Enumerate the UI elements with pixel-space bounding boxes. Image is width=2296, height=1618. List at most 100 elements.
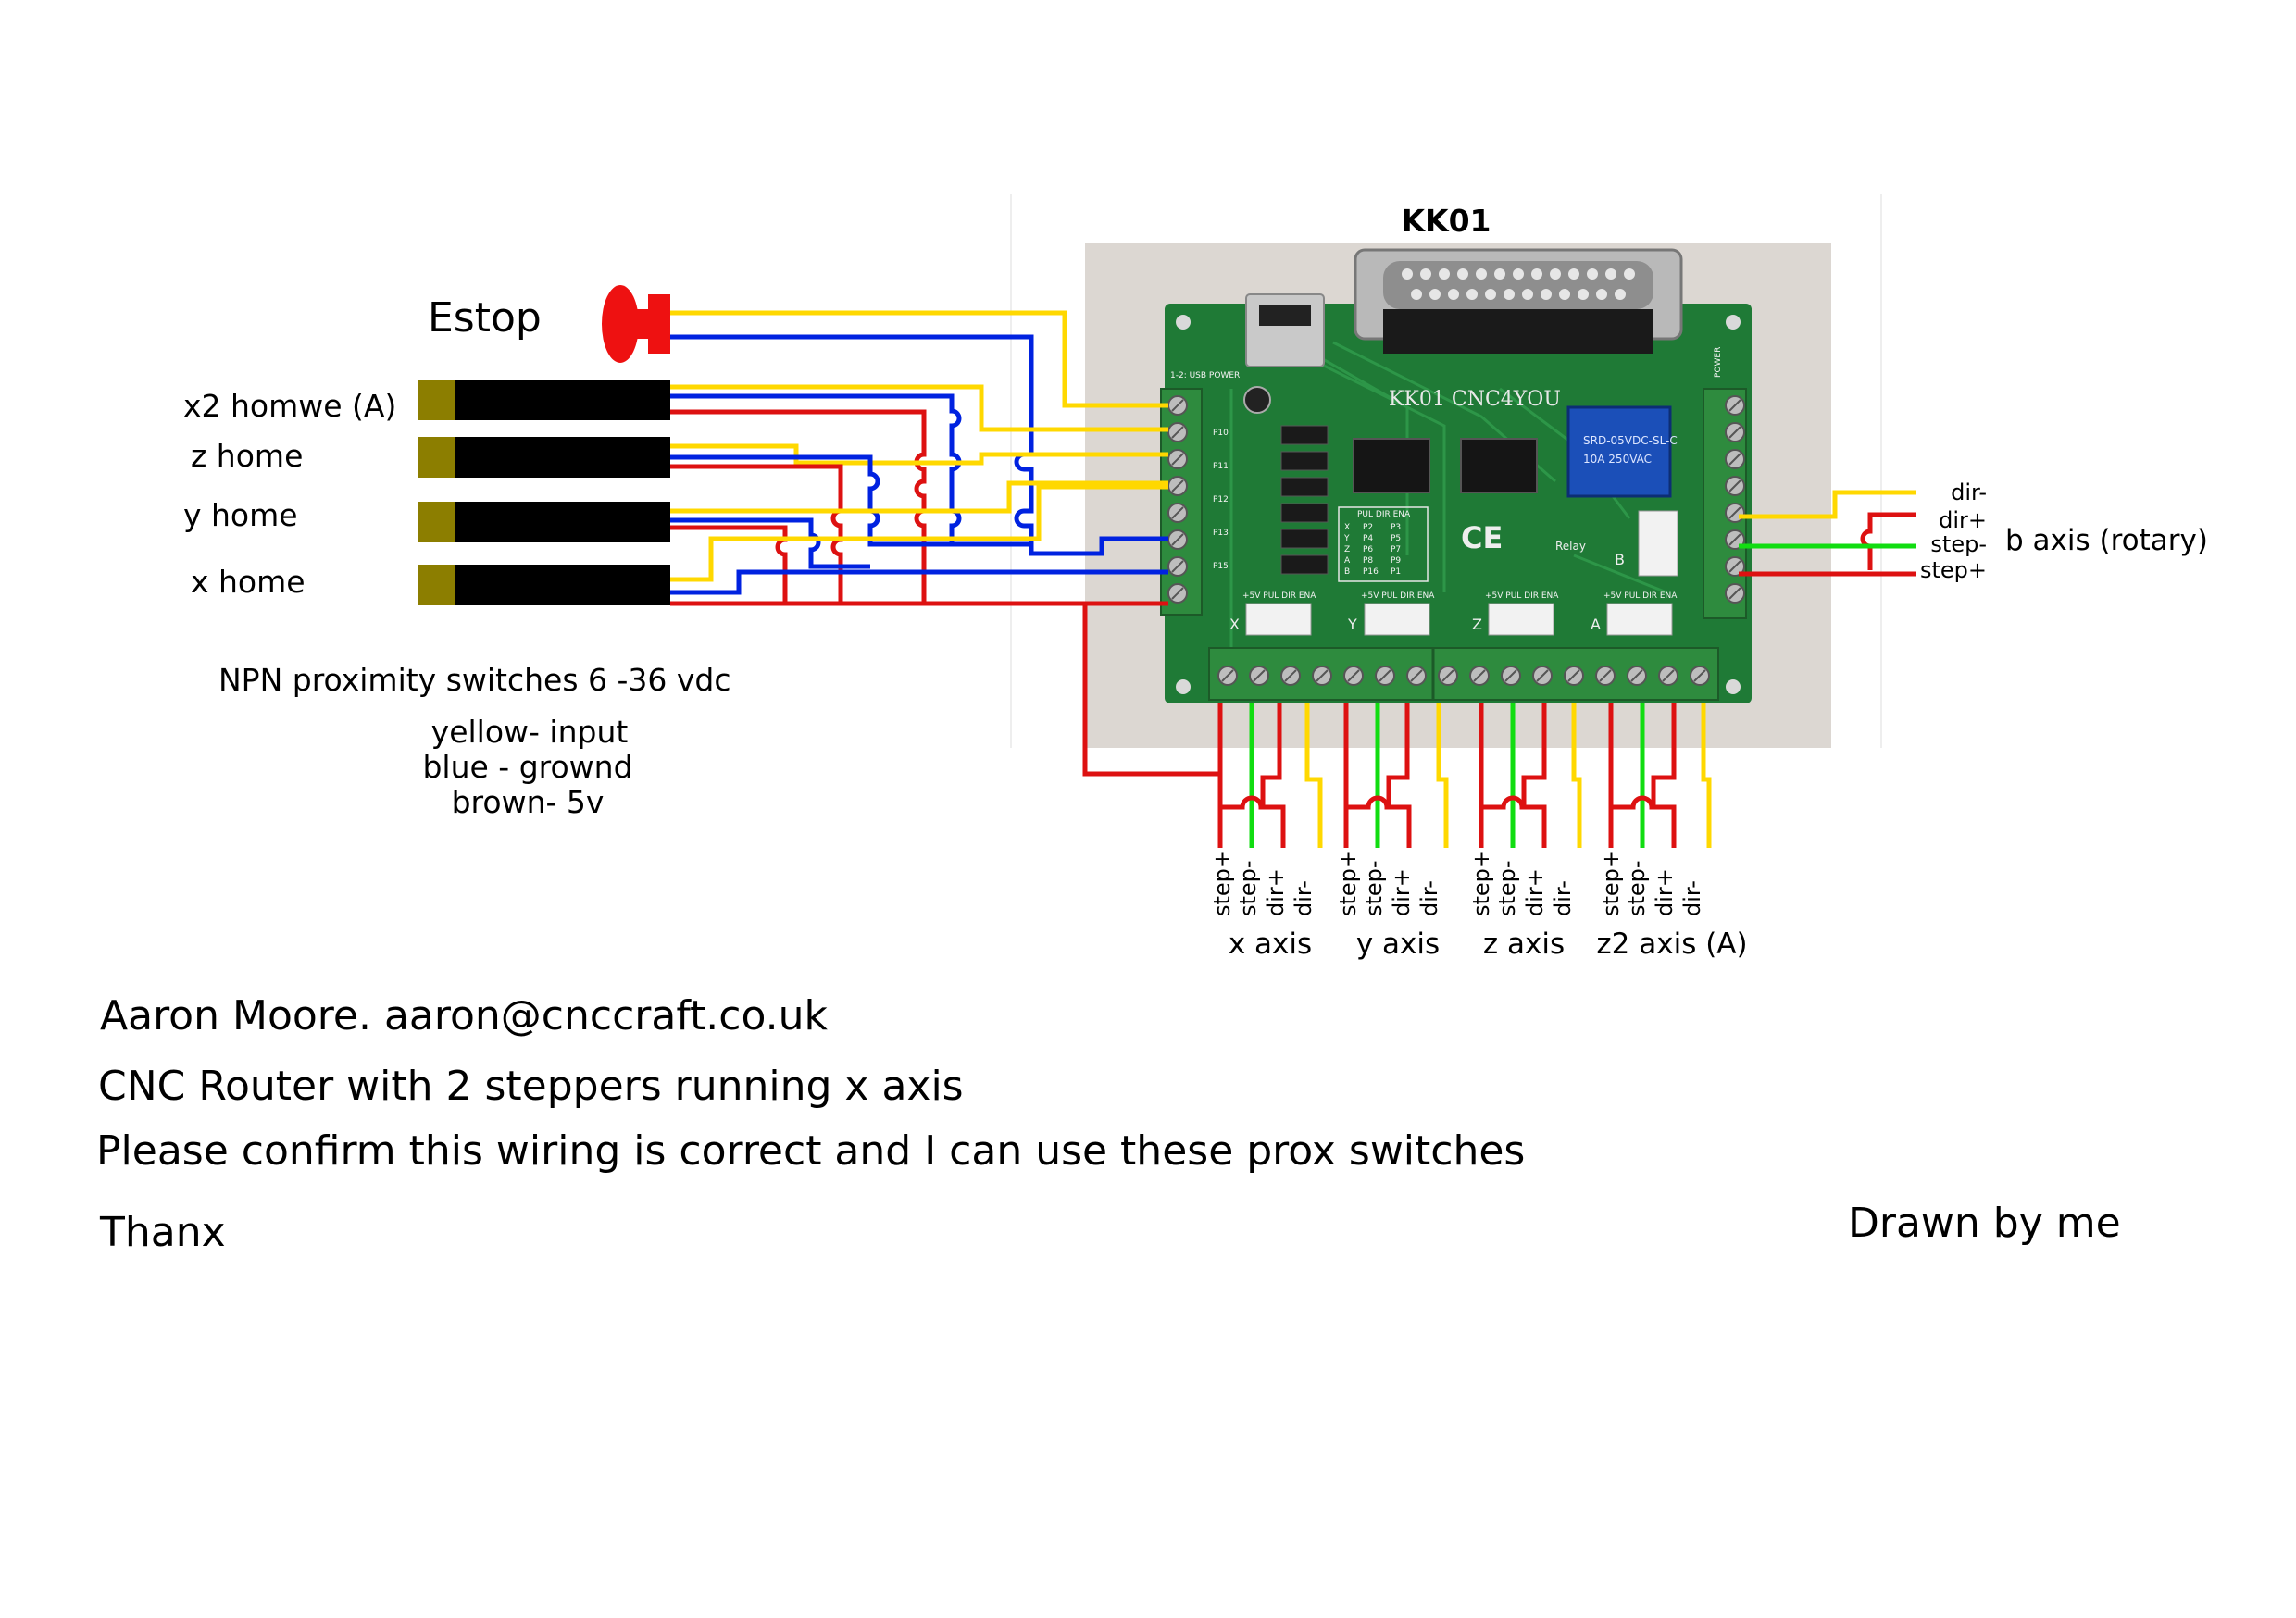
svg-text:PUL DIR ENA: PUL DIR ENA xyxy=(1357,510,1411,519)
relay: SRD-05VDC-SL-C 10A 250VAC xyxy=(1566,405,1678,498)
terminal-screw-slot xyxy=(1253,669,1266,682)
driver-ic xyxy=(1353,438,1430,493)
switch-tip xyxy=(418,502,455,542)
axis-header-letter: A xyxy=(1591,616,1601,633)
axis-name-x: x axis xyxy=(1229,927,1312,961)
board-photo: 1-2: USB POWER KK01 CNC4YOU POWER PUL DI… xyxy=(1085,243,1831,748)
pin-table-axis: X xyxy=(1344,523,1350,532)
usb-power-label: 1-2: USB POWER xyxy=(1170,371,1240,380)
optocoupler-array xyxy=(1280,425,1329,575)
db25-pin xyxy=(1522,289,1533,300)
input-pin-label: P10 xyxy=(1213,429,1229,438)
axis-jumper xyxy=(1220,795,1279,810)
optocoupler xyxy=(1280,503,1329,523)
blue-note: blue - grownd xyxy=(422,749,632,785)
axis-terminal-screws xyxy=(1217,666,1710,686)
switch-body xyxy=(455,502,670,542)
description-line: CNC Router with 2 steppers running x axi… xyxy=(98,1063,964,1110)
mount-hole xyxy=(1176,679,1191,694)
db25-pin xyxy=(1559,289,1570,300)
axis-pin-label: dir- xyxy=(1416,880,1442,916)
axis-header xyxy=(1245,603,1312,636)
wire-z-blue xyxy=(670,454,952,547)
thanks-line: Thanx xyxy=(99,1209,226,1256)
credit-line: Drawn by me xyxy=(1848,1200,2121,1247)
pin-table-dir: P5 xyxy=(1391,534,1401,543)
b-pin-dir-minus: dir- xyxy=(1951,479,1987,505)
input-pin-label: P15 xyxy=(1213,562,1229,571)
input-pin-label: P13 xyxy=(1213,529,1229,538)
switch-body xyxy=(455,380,670,420)
wire-x-blue xyxy=(670,569,1168,595)
pin-table-pul: P2 xyxy=(1363,523,1373,532)
terminal-screw-slot xyxy=(1171,479,1184,492)
wire-b-dir-minus xyxy=(1739,490,1916,519)
svg-text:SRD-05VDC-SL-C: SRD-05VDC-SL-C xyxy=(1583,434,1678,447)
wire-x-yellow xyxy=(670,484,1168,582)
pin-table-pul: P6 xyxy=(1363,545,1373,554)
wire-y-yellow xyxy=(670,480,1168,514)
request-line: Please confirm this wiring is correct an… xyxy=(96,1127,1525,1175)
relay-label: Relay xyxy=(1555,540,1586,553)
switch-tip xyxy=(418,565,455,605)
axis-wire xyxy=(1701,703,1712,848)
axis-pin-label: step+ xyxy=(1335,850,1361,916)
b-axis-header-letter: B xyxy=(1615,551,1625,568)
db25-pin xyxy=(1485,289,1496,300)
db25-pin xyxy=(1531,268,1542,280)
db25-pin xyxy=(1615,289,1626,300)
axis-pin-label: dir+ xyxy=(1522,868,1548,916)
pin-table-dir: P9 xyxy=(1391,556,1401,566)
b-axis-header xyxy=(1638,510,1678,577)
pin-table-axis: B xyxy=(1344,567,1350,577)
terminal-screw-slot xyxy=(1410,669,1423,682)
axis-header-label: +5V PUL DIR ENA xyxy=(1485,591,1559,601)
db25-pin xyxy=(1439,268,1450,280)
input-terminal-block xyxy=(1160,388,1203,616)
axis-wire xyxy=(1304,703,1323,848)
axis-wire xyxy=(1386,703,1412,848)
terminal-screw-slot xyxy=(1728,479,1741,492)
axis-wire xyxy=(1436,703,1449,848)
terminal-screw-slot xyxy=(1567,669,1580,682)
wire-5v-feed xyxy=(1082,604,1220,777)
terminal-screw-slot xyxy=(1693,669,1706,682)
db25-pin xyxy=(1411,289,1422,300)
proximity-switches xyxy=(418,380,670,605)
axis-name-a: z2 axis (A) xyxy=(1596,927,1747,961)
terminal-screw-slot xyxy=(1316,669,1329,682)
terminal-screw-slot xyxy=(1728,533,1741,546)
axis-pin-label: step- xyxy=(1235,860,1261,916)
terminal-screw-slot xyxy=(1662,669,1675,682)
input-pin-label: P11 xyxy=(1213,462,1229,471)
switch-label-y: y home xyxy=(183,497,298,533)
axis-header xyxy=(1364,603,1430,636)
axis-jumper xyxy=(1346,795,1407,810)
axis-pin-label: step+ xyxy=(1468,850,1494,916)
axis-pin-label: step+ xyxy=(1598,850,1624,916)
axis-header-letter: Z xyxy=(1472,616,1482,633)
optocoupler xyxy=(1280,554,1329,575)
terminal-screw-slot xyxy=(1171,426,1184,439)
axis-header xyxy=(1488,603,1554,636)
axis-pin-label: dir+ xyxy=(1389,868,1415,916)
axis-pin-label: dir- xyxy=(1291,880,1316,916)
terminal-screw-slot xyxy=(1728,506,1741,519)
db25-pin xyxy=(1429,289,1441,300)
axis-name-y: y axis xyxy=(1356,927,1440,961)
axis-wire xyxy=(1651,703,1677,848)
board-silk-model: KK01 CNC4YOU xyxy=(1389,388,1561,411)
switch-label-x: x home xyxy=(191,564,306,600)
axis-jumper xyxy=(1611,795,1674,810)
axis-wire xyxy=(1260,703,1286,848)
wire-y-blue xyxy=(670,517,870,569)
db25-pin xyxy=(1587,268,1598,280)
pin-table-axis: A xyxy=(1344,556,1351,566)
axis-pin-label: step- xyxy=(1494,860,1520,916)
axis-pin-label: dir+ xyxy=(1652,868,1678,916)
b-axis-terminal-block xyxy=(1703,388,1747,619)
switch-body xyxy=(455,565,670,605)
db25-pin xyxy=(1448,289,1459,300)
optocoupler xyxy=(1280,529,1329,549)
